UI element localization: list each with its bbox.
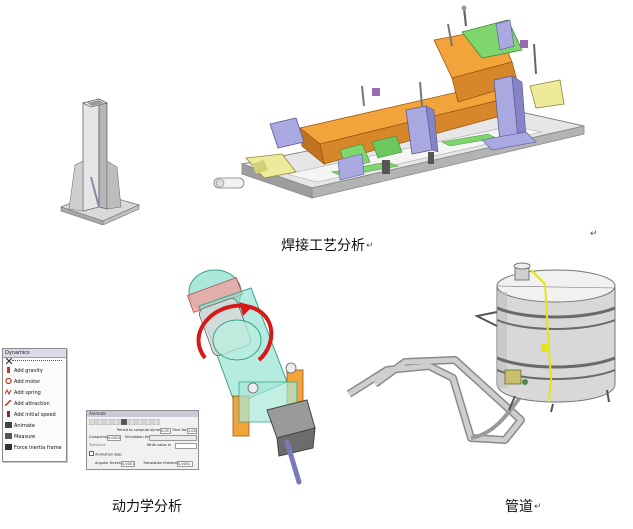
dialog-toolbar[interactable] <box>89 419 179 425</box>
menu-separator <box>12 360 62 361</box>
dialog-progress-bar <box>149 435 197 441</box>
dialog-title: Animate <box>87 411 198 417</box>
dialog-row2-input[interactable]: 0.0010 <box>107 435 121 441</box>
dialog-row5-right-input[interactable]: 0.0001 <box>177 461 193 467</box>
animate-dialog: Animate Period to compute dynamic 0.00 T… <box>86 410 199 470</box>
pipe-system-model <box>346 262 616 444</box>
dialog-row3-label: Tolerance <box>89 443 106 447</box>
dialog-row1-label: Period to compute dynamic <box>117 428 166 432</box>
menu-item-measure[interactable]: Measure <box>5 433 35 441</box>
menu-item-add-initial-speed[interactable]: Add initial speed <box>5 411 56 419</box>
dialog-row1-right-label: Time factor <box>172 428 192 432</box>
spring-icon <box>4 388 12 396</box>
menu-item-animate[interactable]: Animate <box>5 422 35 430</box>
welding-analysis-caption: 焊接工艺分析↵ <box>281 238 374 254</box>
dialog-row5-label: Angular threshold <box>95 461 127 465</box>
dynamics-mechanism-model <box>186 269 316 485</box>
menu-item-force-inertia-frame[interactable]: Force inertia frame <box>5 444 62 452</box>
gravity-icon <box>5 367 12 373</box>
paragraph-mark: ↵ <box>590 229 598 239</box>
dialog-row5-right-label: Translation threshold <box>143 461 180 465</box>
menu-title: Dynamics <box>3 349 66 358</box>
measure-icon <box>5 433 12 439</box>
dialog-row3-right-label: Wrist value in <box>147 443 171 447</box>
menu-item-add-gravity[interactable]: Add gravity <box>5 367 43 375</box>
initial-speed-icon <box>5 411 12 417</box>
dialog-row1-input[interactable]: 0.00 <box>160 428 171 434</box>
animate-icon <box>5 422 12 428</box>
welding-fixture-model <box>213 5 585 199</box>
dialog-row2-right-label: Simulation time <box>125 435 153 439</box>
dynamics-analysis-caption: 动力学分析 <box>112 499 182 515</box>
motor-icon <box>5 377 12 385</box>
menu-item-add-attraction[interactable]: Add attraction <box>4 399 50 408</box>
menu-item-add-motor[interactable]: Add motor <box>5 377 40 386</box>
cursor-cross-icon <box>6 358 12 364</box>
pipe-caption: 管道↵ <box>505 499 542 515</box>
paragraph-mark: ↵ <box>366 241 374 251</box>
inertia-frame-icon <box>5 444 12 450</box>
dialog-row2-label: Computing step <box>89 435 117 439</box>
steel-column-model <box>59 98 141 225</box>
paragraph-mark: ↵ <box>534 502 542 512</box>
dialog-row1-right-input[interactable]: 1.00 <box>187 428 197 434</box>
animation-loop-checkbox[interactable] <box>89 451 94 456</box>
dynamics-menu: Dynamics Add gravity Add motor Add sprin… <box>2 348 67 462</box>
dialog-row4-label: Animation loop <box>89 451 122 457</box>
attraction-icon <box>4 399 12 407</box>
menu-item-add-spring[interactable]: Add spring <box>4 388 41 397</box>
dialog-row5-input[interactable]: 0.0001 <box>121 461 135 467</box>
dialog-row3-right-input[interactable] <box>175 443 197 449</box>
